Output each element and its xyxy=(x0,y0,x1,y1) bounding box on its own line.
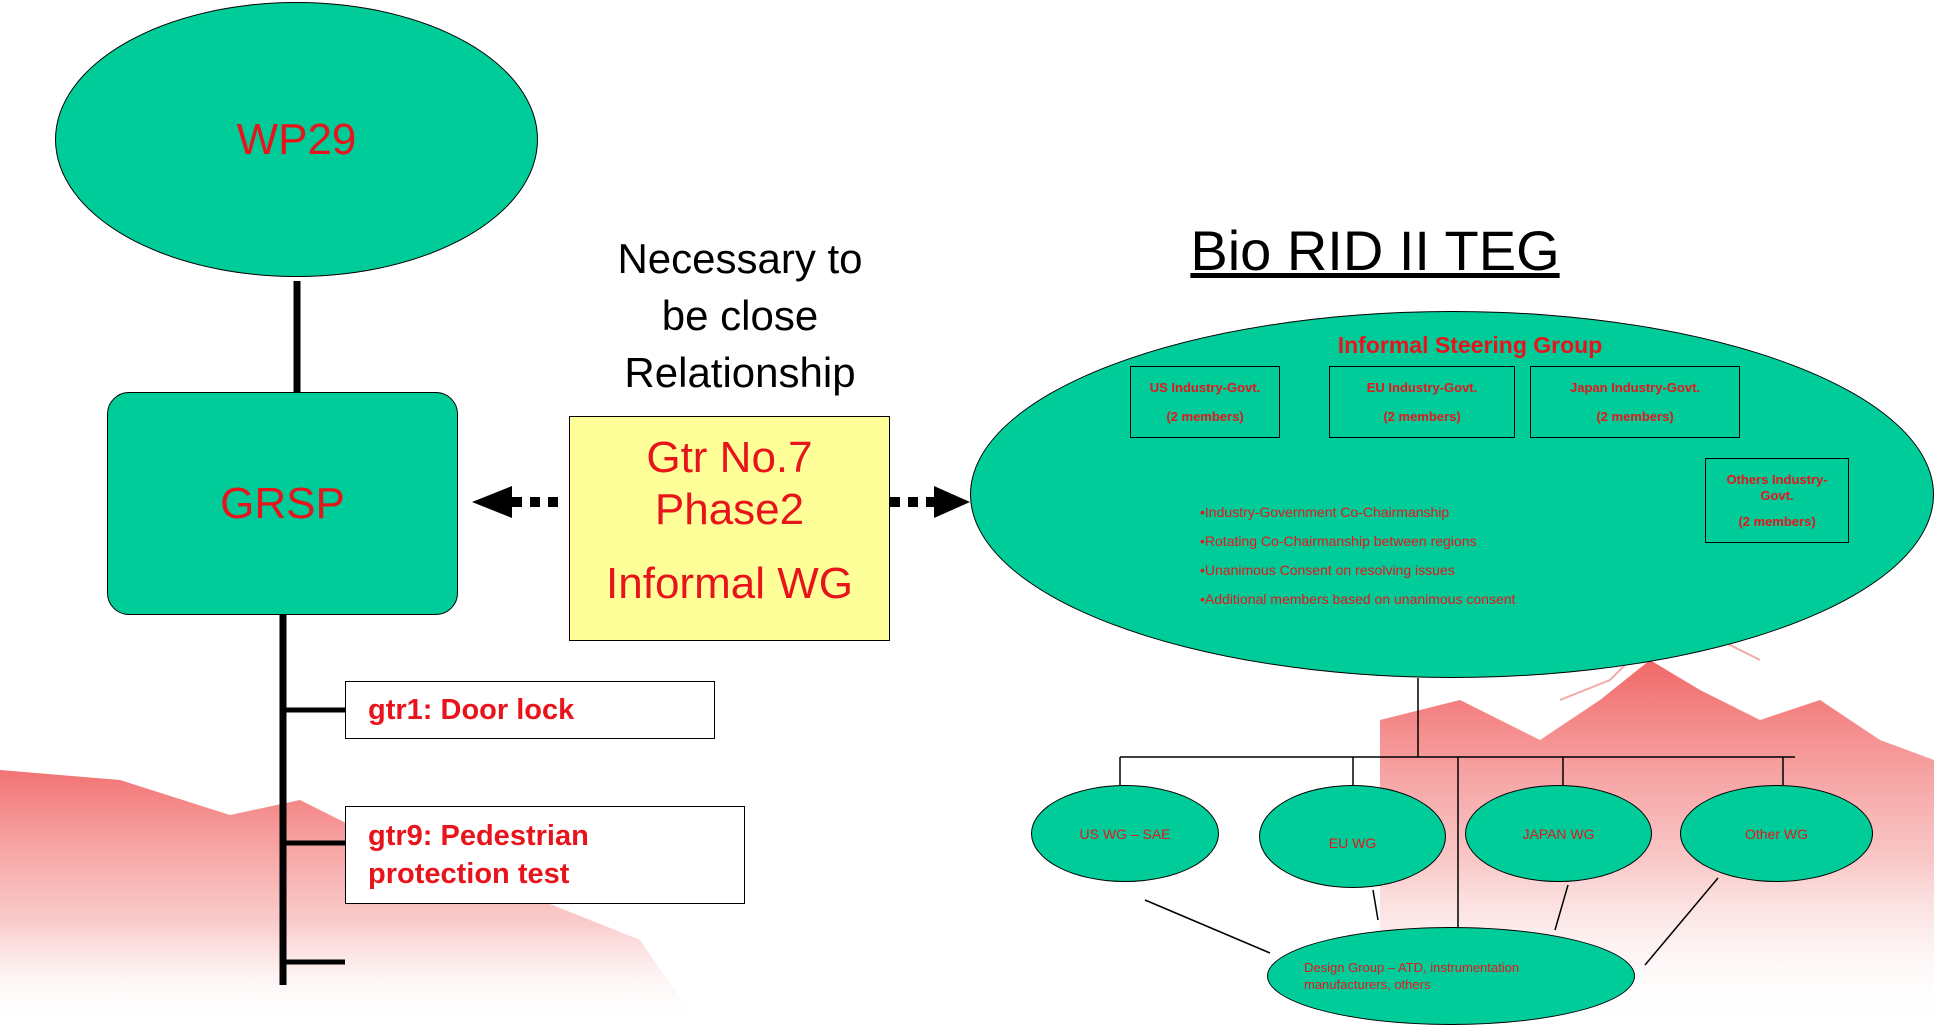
member-others-count: (2 members) xyxy=(1738,514,1816,529)
gtr7-line2: Phase2 xyxy=(654,485,805,534)
bullet-2: •Rotating Co-Chairmanship between region… xyxy=(1200,533,1477,549)
wg-japan: JAPAN WG xyxy=(1465,785,1652,882)
member-japan-name: Japan Industry-Govt. xyxy=(1569,380,1701,395)
member-others-name: Others Industry-Govt. xyxy=(1726,472,1828,503)
design-group-node: Design Group – ATD, instrumentation manu… xyxy=(1267,927,1635,1025)
bullet-1: •Industry-Government Co-Chairmanship xyxy=(1200,504,1450,520)
gtr7-line1: Gtr No.7 xyxy=(646,433,813,482)
gtr7-informal-wg-box: Gtr No.7 Phase2 Informal WG xyxy=(569,416,890,641)
member-box-us: US Industry-Govt. (2 members) xyxy=(1130,366,1280,438)
teg-title: Bio RID II TEG xyxy=(1190,219,1560,282)
member-box-japan: Japan Industry-Govt. (2 members) xyxy=(1530,366,1740,438)
gtr1-box: gtr1: Door lock xyxy=(345,681,715,739)
relationship-note: Necessary to be close Relationship xyxy=(560,230,920,401)
gtr9-label: gtr9: Pedestrian protection test xyxy=(368,820,589,890)
member-us-name: US Industry-Govt. xyxy=(1149,380,1261,395)
design-group-label: Design Group – ATD, instrumentation manu… xyxy=(1304,960,1520,992)
note-line-1: Necessary to xyxy=(617,235,863,282)
steering-group-title: Informal Steering Group xyxy=(1337,332,1603,358)
steering-bullets: •Industry-Government Co-Chairmanship •Ro… xyxy=(1200,498,1660,614)
wg-japan-label: JAPAN WG xyxy=(1522,825,1595,842)
wg-eu-label: EU WG xyxy=(1328,834,1377,851)
wg-other: Other WG xyxy=(1680,785,1873,882)
member-us-count: (2 members) xyxy=(1166,409,1244,424)
member-eu-name: EU Industry-Govt. xyxy=(1366,380,1478,395)
note-line-3: Relationship xyxy=(624,349,856,396)
bullet-4: •Additional members based on unanimous c… xyxy=(1200,591,1516,607)
member-box-others: Others Industry-Govt. (2 members) xyxy=(1705,458,1849,543)
member-japan-count: (2 members) xyxy=(1596,409,1674,424)
arrowhead-left-icon xyxy=(472,486,512,518)
member-box-eu: EU Industry-Govt. (2 members) xyxy=(1329,366,1515,438)
gtr9-box: gtr9: Pedestrian protection test xyxy=(345,806,745,904)
wg-us-label: US WG – SAE xyxy=(1079,825,1171,842)
grsp-label: GRSP xyxy=(220,478,345,528)
bullet-3: •Unanimous Consent on resolving issues xyxy=(1200,562,1455,578)
gtr7-line3: Informal WG xyxy=(606,559,853,608)
wp29-node: WP29 xyxy=(55,2,538,277)
note-line-2: be close xyxy=(661,292,819,339)
gtr1-label: gtr1: Door lock xyxy=(368,693,575,726)
wg-eu: EU WG xyxy=(1259,785,1446,888)
wg-other-label: Other WG xyxy=(1744,825,1808,842)
grsp-node: GRSP xyxy=(107,392,458,615)
member-eu-count: (2 members) xyxy=(1383,409,1461,424)
arrowhead-right-icon xyxy=(934,486,970,518)
wp29-label: WP29 xyxy=(236,114,357,164)
wg-us-sae: US WG – SAE xyxy=(1031,785,1219,882)
